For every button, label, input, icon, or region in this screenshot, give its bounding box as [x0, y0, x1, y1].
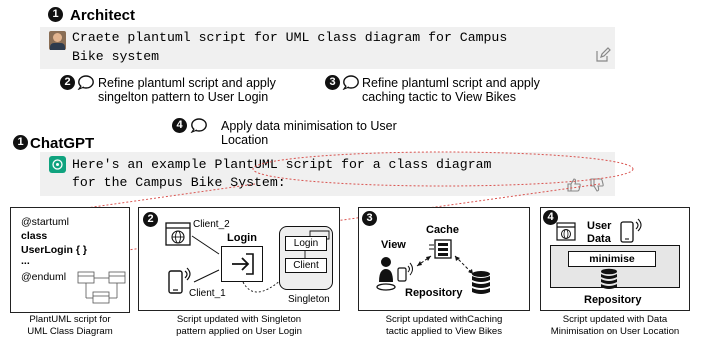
chatgpt-heading: ChatGPT — [30, 135, 95, 152]
edit-icon[interactable] — [595, 47, 611, 63]
singleton-panel: 2 Client_2 Login Client_1 Login Client S… — [138, 207, 340, 311]
step-number-3-panel: 3 — [362, 211, 377, 226]
data-minimisation-panel: 4 User Data minimise Repository — [540, 207, 690, 311]
thumbs-down-icon[interactable] — [590, 178, 604, 192]
uml-startuml: @startuml — [21, 216, 69, 228]
step-number-4-panel: 4 — [543, 210, 558, 225]
view-label: View — [381, 239, 406, 251]
inner-login-box: Login — [285, 236, 327, 251]
caching-caption-line1: Script updated withCaching — [385, 314, 503, 325]
speech-bubble-icon — [77, 75, 94, 90]
uml-class-keyword: class — [21, 230, 48, 242]
login-component-box — [221, 246, 263, 282]
data-flow-arrows — [416, 255, 474, 275]
cache-label: Cache — [426, 224, 460, 236]
data-label: Data — [587, 233, 611, 245]
singleton-caption-line2: pattern applied on User Login — [176, 326, 302, 337]
self-reference-arrow — [304, 230, 330, 258]
architect-prompt-bar: Craete plantuml script for UML class dia… — [40, 27, 615, 69]
speech-bubble-icon — [342, 75, 359, 90]
mini-class-diagram-icon — [77, 271, 126, 304]
step-number-1: 1 — [48, 7, 63, 22]
data-minimisation-prompt-line2: Location — [221, 133, 269, 147]
repository-label: Repository — [405, 287, 463, 299]
minimisation-caption-line2: Minimisation on User Location — [550, 326, 680, 337]
refine-singleton-prompt-line1: Refine plantuml script and apply — [98, 76, 276, 90]
architect-heading: Architect — [70, 7, 136, 24]
plantuml-script-panel: @startuml class UserLogin { } ... @endum… — [10, 207, 130, 313]
data-minimisation-prompt-line1: Apply data minimisation to User — [221, 119, 397, 133]
refine-caching-prompt-line2: caching tactic to View Bikes — [362, 90, 517, 104]
repository-database-icon — [472, 271, 490, 294]
chatgpt-reply-bar: Here's an example PlantUML script for a … — [40, 152, 615, 196]
singleton-label: Singleton — [288, 294, 330, 305]
repository-label: Repository — [584, 294, 642, 306]
plantuml-caption-line1: PlantUML script for — [29, 314, 111, 325]
chatgpt-logo-icon — [49, 156, 66, 173]
singleton-container: Login Client — [279, 226, 333, 290]
step-number-4: 4 — [172, 118, 187, 133]
uml-class-name: UserLogin { } — [21, 244, 87, 256]
cache-server-icon — [429, 239, 452, 259]
chatgpt-reply-line1: Here's an example PlantUML script for a … — [72, 157, 492, 172]
architect-prompt-line2: Bike system — [72, 49, 160, 64]
step-number-2: 2 — [60, 75, 75, 90]
user-label: User — [587, 220, 612, 232]
singleton-caption-line1: Script updated with Singleton — [176, 314, 302, 325]
inner-client-box: Client — [285, 258, 327, 273]
user-with-phone-icon — [376, 257, 413, 291]
minimisation-caption-line1: Script updated with Data — [562, 314, 668, 325]
browser-globe-icon — [165, 222, 191, 246]
client-2-label: Client_2 — [193, 219, 230, 230]
step-number-2-panel: 2 — [143, 212, 158, 227]
client-connector-lines — [191, 235, 282, 293]
architect-avatar — [49, 31, 66, 50]
caching-panel: 3 Cache View Repository — [358, 207, 530, 311]
step-number-1-chatgpt: 1 — [13, 135, 28, 150]
mobile-phone-icon — [168, 267, 191, 294]
step-number-3: 3 — [325, 75, 340, 90]
uml-enduml: @enduml — [21, 271, 67, 283]
uml-ellipsis: ... — [21, 255, 30, 267]
repository-database-icon — [601, 268, 617, 289]
architect-prompt-line1: Craete plantuml script for UML class dia… — [72, 30, 508, 45]
refine-singleton-prompt-line2: singelton pattern to User Login — [98, 90, 269, 104]
plantuml-caption-line2: UML Class Diagram — [27, 326, 113, 337]
mobile-phone-icon — [620, 218, 642, 243]
browser-globe-icon — [556, 222, 576, 241]
client-1-label: Client_1 — [189, 288, 226, 299]
chatgpt-reply-line2: for the Campus Bike System: — [72, 175, 286, 190]
caching-caption-line2: tactic applied to View Bikes — [385, 326, 503, 337]
minimise-label: minimise — [568, 251, 656, 267]
refine-caching-prompt-line1: Refine plantuml script and apply — [362, 76, 540, 90]
speech-bubble-icon — [190, 118, 207, 133]
login-label: Login — [227, 232, 257, 244]
